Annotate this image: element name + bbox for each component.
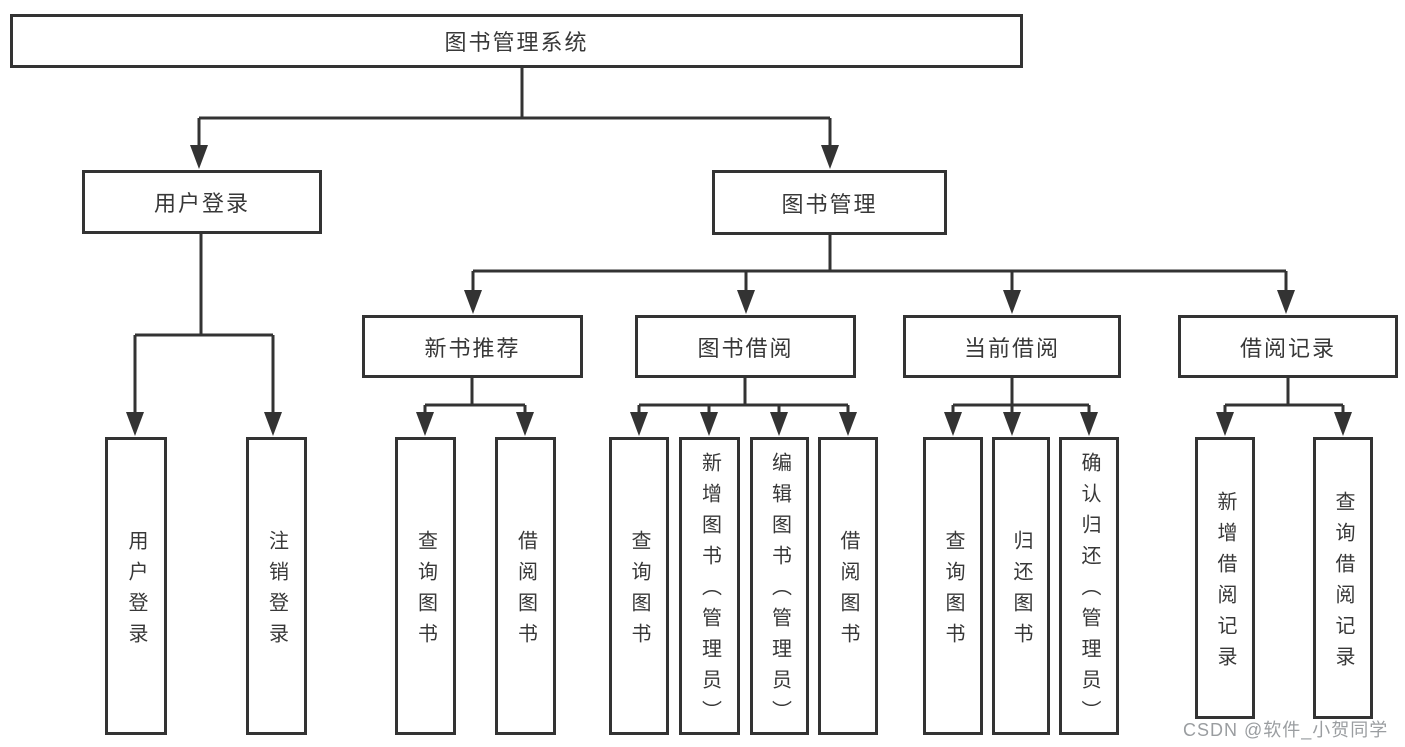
leaf-borrow-edit-books-admin: 编辑图书（管理员） xyxy=(750,437,809,735)
leaf-records-add-record: 新增借阅记录 xyxy=(1195,437,1255,719)
node-book-management: 图书管理 xyxy=(712,170,947,235)
node-user-login: 用户登录 xyxy=(82,170,322,234)
node-book-borrow: 图书借阅 xyxy=(635,315,856,378)
leaf-user-login-label: 用户登录 xyxy=(125,529,147,654)
node-current-borrow-label: 当前借阅 xyxy=(963,335,1060,361)
leaf-logout: 注销登录 xyxy=(246,437,307,735)
leaf-user-login: 用户登录 xyxy=(105,437,167,735)
node-book-management-label: 图书管理 xyxy=(781,191,878,217)
leaf-borrow-query-books-label: 查询图书 xyxy=(628,529,650,654)
leaf-current-confirm-return-admin: 确认归还（管理员） xyxy=(1059,437,1119,735)
leaf-recommend-borrow-books: 借阅图书 xyxy=(495,437,556,735)
leaf-current-query-books: 查询图书 xyxy=(923,437,983,735)
leaf-borrow-query-books: 查询图书 xyxy=(609,437,669,735)
leaf-borrow-edit-books-admin-label: 编辑图书（管理员） xyxy=(768,452,791,731)
node-user-login-label: 用户登录 xyxy=(153,191,250,216)
leaf-recommend-query-books-label: 查询图书 xyxy=(414,529,437,654)
leaf-recommend-query-books: 查询图书 xyxy=(395,437,456,735)
leaf-records-query-record-label: 查询借阅记录 xyxy=(1332,490,1354,677)
leaf-borrow-add-books-admin-label: 新增图书（管理员） xyxy=(698,452,721,731)
node-borrow-records: 借阅记录 xyxy=(1178,315,1398,378)
leaf-borrow-add-books-admin: 新增图书（管理员） xyxy=(679,437,740,735)
leaf-current-confirm-return-admin-label: 确认归还（管理员） xyxy=(1078,452,1100,731)
node-root-label: 图书管理系统 xyxy=(444,30,589,55)
leaf-records-query-record: 查询借阅记录 xyxy=(1313,437,1373,719)
node-new-book-recommend: 新书推荐 xyxy=(362,315,583,378)
leaf-logout-label: 注销登录 xyxy=(265,529,288,654)
node-current-borrow: 当前借阅 xyxy=(903,315,1121,378)
leaf-recommend-borrow-books-label: 借阅图书 xyxy=(514,529,537,654)
leaf-current-return-books: 归还图书 xyxy=(992,437,1050,735)
leaf-current-return-books-label: 归还图书 xyxy=(1010,529,1032,654)
node-root-system: 图书管理系统 xyxy=(10,14,1023,68)
node-new-book-recommend-label: 新书推荐 xyxy=(424,335,521,361)
leaf-borrow-borrow-books-label: 借阅图书 xyxy=(837,529,859,654)
leaf-current-query-books-label: 查询图书 xyxy=(942,529,964,654)
csdn-watermark: CSDN @软件_小贺同学 xyxy=(1183,720,1389,740)
leaf-records-add-record-label: 新增借阅记录 xyxy=(1214,490,1236,677)
leaf-borrow-borrow-books: 借阅图书 xyxy=(818,437,878,735)
node-borrow-records-label: 借阅记录 xyxy=(1239,335,1336,361)
node-book-borrow-label: 图书借阅 xyxy=(697,335,794,361)
